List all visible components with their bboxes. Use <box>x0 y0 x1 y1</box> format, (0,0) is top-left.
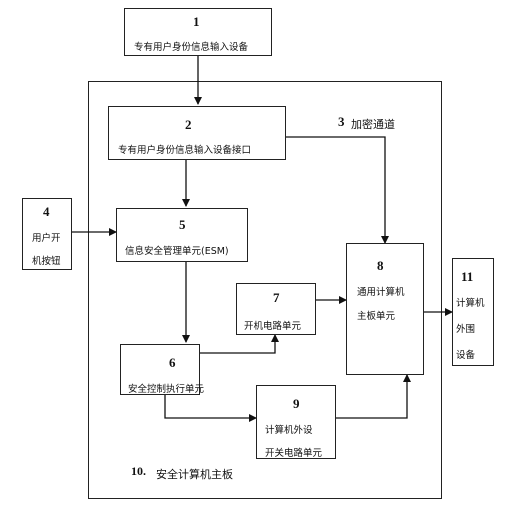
node-3-number: 3 <box>338 114 345 129</box>
arrow-6-9 <box>164 395 257 422</box>
node-2-identity-input-interface: 2 专有用户身份信息输入设备接口 <box>108 106 286 160</box>
node-11-label-line2: 外围 <box>456 324 476 335</box>
node-8-number: 8 <box>377 258 384 273</box>
node-9-label-line1: 计算机外设 <box>265 425 313 436</box>
node-3-label: 加密通道 <box>351 118 395 131</box>
node-9-label-line2: 开关电路单元 <box>265 448 323 459</box>
node-11-number: 11 <box>461 269 474 284</box>
node-7-number: 7 <box>273 290 280 305</box>
node-8-label-line2: 主板单元 <box>357 311 396 322</box>
node-7-label: 开机电路单元 <box>244 321 302 332</box>
node-1-label: 专有用户身份信息输入设备 <box>134 42 249 53</box>
node-4-power-button: 4 用户开 机按钮 <box>22 198 72 270</box>
node-10-number: 10. <box>131 464 146 478</box>
arrow-2-8 <box>278 133 389 244</box>
node-10-label: 安全计算机主板 <box>156 468 233 481</box>
arrow-6-7 <box>200 334 279 354</box>
node-1-number: 1 <box>193 14 200 29</box>
arrow-9-8 <box>336 374 411 419</box>
node-9-peripheral-switch-circuit: 9 计算机外设 开关电路单元 <box>256 385 336 459</box>
node-6-label: 安全控制执行单元 <box>128 384 205 395</box>
node-6-number: 6 <box>169 355 176 370</box>
node-9-number: 9 <box>293 396 300 411</box>
node-8-general-motherboard: 8 通用计算机 主板单元 <box>346 243 424 375</box>
node-5-label: 信息安全管理单元(ESM) <box>125 246 229 257</box>
node-11-peripheral-devices: 11 计算机 外围 设备 <box>452 258 494 366</box>
node-1-identity-input-device: 1 专有用户身份信息输入设备 <box>124 8 272 56</box>
node-5-esm: 5 信息安全管理单元(ESM) <box>116 208 248 262</box>
node-4-label-line2: 机按钮 <box>32 256 61 267</box>
node-4-number: 4 <box>43 204 50 219</box>
node-2-number: 2 <box>185 117 192 132</box>
node-11-label-line3: 设备 <box>456 350 476 361</box>
node-7-power-on-circuit: 7 开机电路单元 <box>236 283 316 335</box>
node-2-label: 专有用户身份信息输入设备接口 <box>118 145 252 156</box>
node-6-security-control-unit: 6 安全控制执行单元 <box>120 344 204 395</box>
node-11-label-line1: 计算机 <box>456 298 485 309</box>
node-4-label-line1: 用户开 <box>32 233 61 244</box>
node-8-label-line1: 通用计算机 <box>357 287 405 298</box>
node-5-number: 5 <box>179 217 186 232</box>
